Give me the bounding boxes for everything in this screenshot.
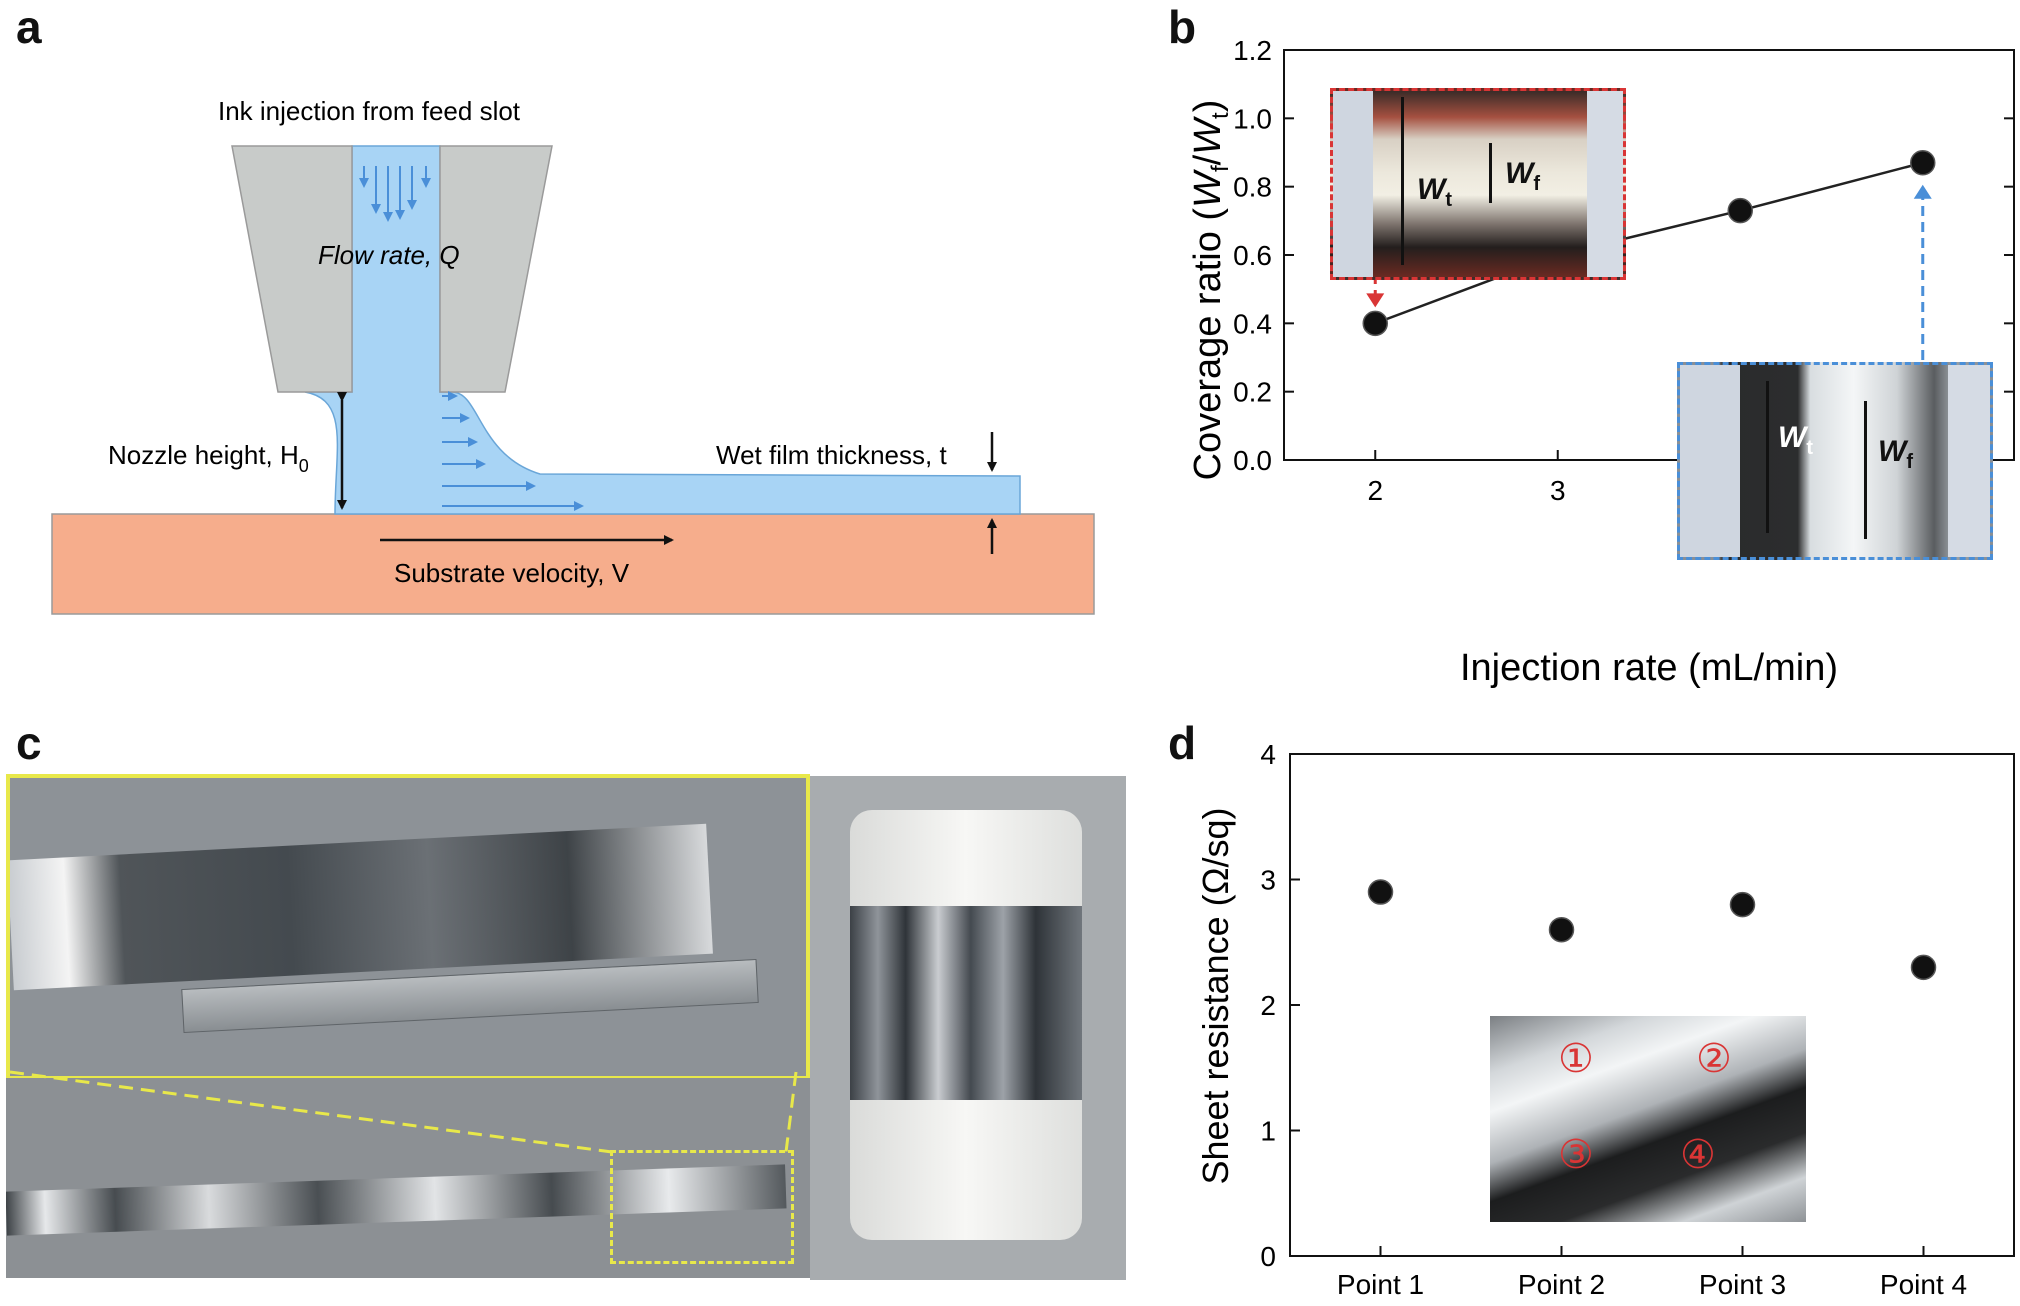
measurement-point-4: ④ (1680, 1133, 1716, 1177)
coverage-y-tick-label: 0.2 (1233, 377, 1272, 408)
coverage-x-axis-title: Injection rate (mL/min) (1460, 647, 1838, 689)
nozzle-right-lip (439, 145, 553, 393)
panel-label-a: a (16, 1, 42, 53)
inset-wt-sub: t (1806, 437, 1813, 459)
coverage-series-line (1374, 161, 1924, 325)
inset-photo-5ml: Wt Wf (1677, 362, 1993, 560)
inset-wf-sub: f (1533, 173, 1540, 195)
inset-label-wf: Wf (1878, 435, 1913, 474)
inset-wf-sub: f (1906, 451, 1913, 473)
resistance-y-tick-label: 1 (1260, 1116, 1276, 1147)
resistance-y-axis-title: Sheet resistance (Ω/sq) (1195, 807, 1236, 1184)
resistance-x-tick-label: Point 3 (1699, 1269, 1786, 1300)
inset-callout-red-head (1366, 293, 1385, 308)
width-arrow-wt (1766, 381, 1769, 533)
inset-wf-text: W (1505, 157, 1534, 190)
slot-die-schematic: Ink injection from feed slot Flow rate, … (51, 96, 1095, 615)
nozzle-height-subscript: 0 (299, 456, 309, 476)
measurement-point-1: ① (1558, 1037, 1594, 1081)
resistance-y-tick-label: 0 (1260, 1241, 1276, 1272)
nozzle-height-label: Nozzle height, H0 (108, 440, 309, 476)
coverage-y-tick-label: 0.8 (1233, 172, 1272, 203)
panel-label-b: b (1168, 1, 1197, 53)
resistance-data-point (1548, 916, 1575, 943)
panel-label-d: d (1168, 717, 1197, 769)
coverage-data-point (1727, 197, 1753, 224)
photo-full-roll-foil (6, 1078, 810, 1278)
measurement-point-2: ② (1696, 1037, 1732, 1081)
photo-wrapped-cylinder (810, 776, 1126, 1280)
inset-label-wt: Wt (1417, 173, 1452, 212)
substrate-velocity-label: Substrate velocity, V (394, 558, 630, 588)
feed-slot-label: Ink injection from feed slot (218, 96, 521, 126)
inset-wt-text: W (1417, 173, 1446, 206)
coverage-data-point (1362, 310, 1388, 337)
inset-wt-sub: t (1445, 189, 1452, 211)
wet-film-label: Wet film thickness, t (716, 440, 947, 470)
nozzle-left-lip (231, 145, 353, 393)
coverage-y-tick-label: 0.0 (1233, 445, 1272, 476)
resistance-x-tick-label: Point 4 (1880, 1269, 1967, 1300)
width-arrow-wt (1401, 97, 1404, 265)
panel-label-c: c (16, 717, 42, 769)
photo-coated-foil-closeup (6, 774, 810, 1080)
inset-label-wf: Wf (1505, 157, 1540, 196)
zoom-region-box (610, 1150, 794, 1264)
coverage-data-point (1910, 150, 1936, 176)
coverage-y-tick-label: 1.2 (1233, 40, 1272, 66)
width-arrow-wf (1864, 401, 1867, 539)
resistance-data-point (1367, 879, 1394, 905)
resistance-x-tick-label: Point 2 (1518, 1269, 1605, 1300)
injection-arrows (359, 166, 431, 222)
inset-measurement-points: ① ② ③ ④ (1490, 1016, 1806, 1222)
inset-label-wt: Wt (1778, 421, 1813, 460)
inset-wt-text: W (1778, 421, 1807, 454)
resistance-data-point (1910, 954, 1937, 981)
coverage-y-tick-label: 1.0 (1233, 103, 1272, 134)
inset-ruler-left (1333, 91, 1373, 277)
coverage-x-tick-label: 2 (1367, 475, 1383, 506)
measurement-point-3: ③ (1558, 1133, 1594, 1177)
coverage-y-tick-label: 0.6 (1233, 240, 1272, 271)
coverage-y-axis-title: Coverage ratio (Wf/Wt) (1187, 100, 1234, 481)
resistance-data-point (1729, 891, 1756, 918)
inset-callout-blue-head (1913, 184, 1932, 199)
inset-ruler-right (1587, 91, 1623, 277)
flow-profile-arrows (442, 391, 584, 511)
coverage-y-tick-label: 0.4 (1233, 308, 1272, 339)
nozzle-height-text: Nozzle height, H (108, 440, 299, 470)
resistance-y-tick-label: 3 (1260, 865, 1276, 896)
inset-wf-text: W (1878, 435, 1907, 468)
inset-ruler-right (1948, 365, 1990, 557)
resistance-x-tick-label: Point 1 (1337, 1269, 1424, 1300)
flow-rate-label: Flow rate, Q (318, 240, 460, 270)
cylinder-foil-wrap (850, 906, 1082, 1100)
width-arrow-wf (1489, 143, 1492, 203)
inset-photo-2ml: Wt Wf (1330, 88, 1626, 280)
resistance-y-tick-label: 4 (1260, 740, 1276, 770)
coverage-chart: 0.00.20.40.60.81.01.22345 Injection rate… (1187, 40, 2015, 689)
resistance-y-tick-label: 2 (1260, 990, 1276, 1021)
coated-foil-strip (10, 823, 713, 991)
inset-ruler-left (1680, 365, 1740, 557)
coverage-x-tick-label: 3 (1550, 475, 1566, 506)
substrate (51, 513, 1095, 615)
